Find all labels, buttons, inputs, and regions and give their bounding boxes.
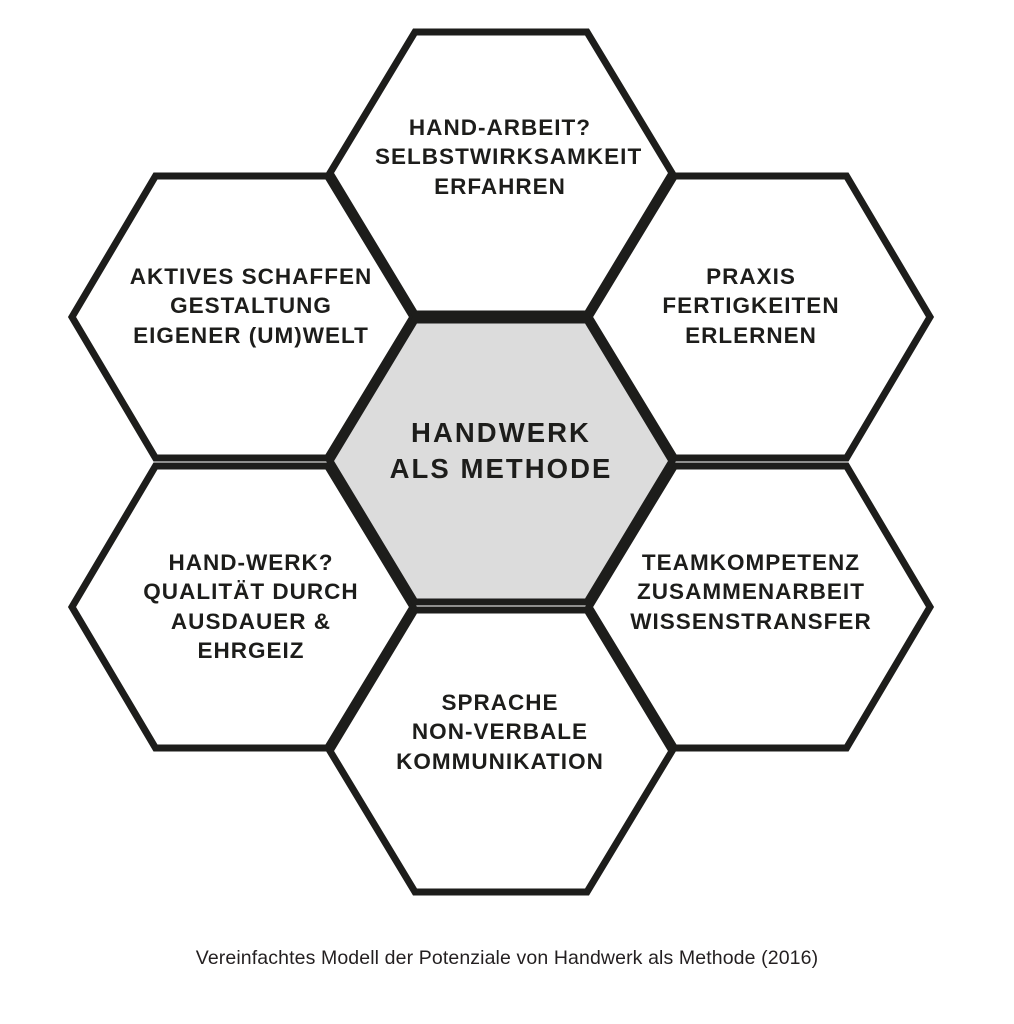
hexagon-sprache [325, 606, 677, 896]
hexagon-aktives-schaffen [67, 172, 418, 462]
figure-caption: Vereinfachtes Modell der Potenziale von … [195, 947, 819, 969]
hexagon-handwerk-als-methode [325, 316, 677, 606]
hexagon-hand-werk [67, 462, 418, 752]
hexagon-hand-arbeit [325, 28, 677, 318]
